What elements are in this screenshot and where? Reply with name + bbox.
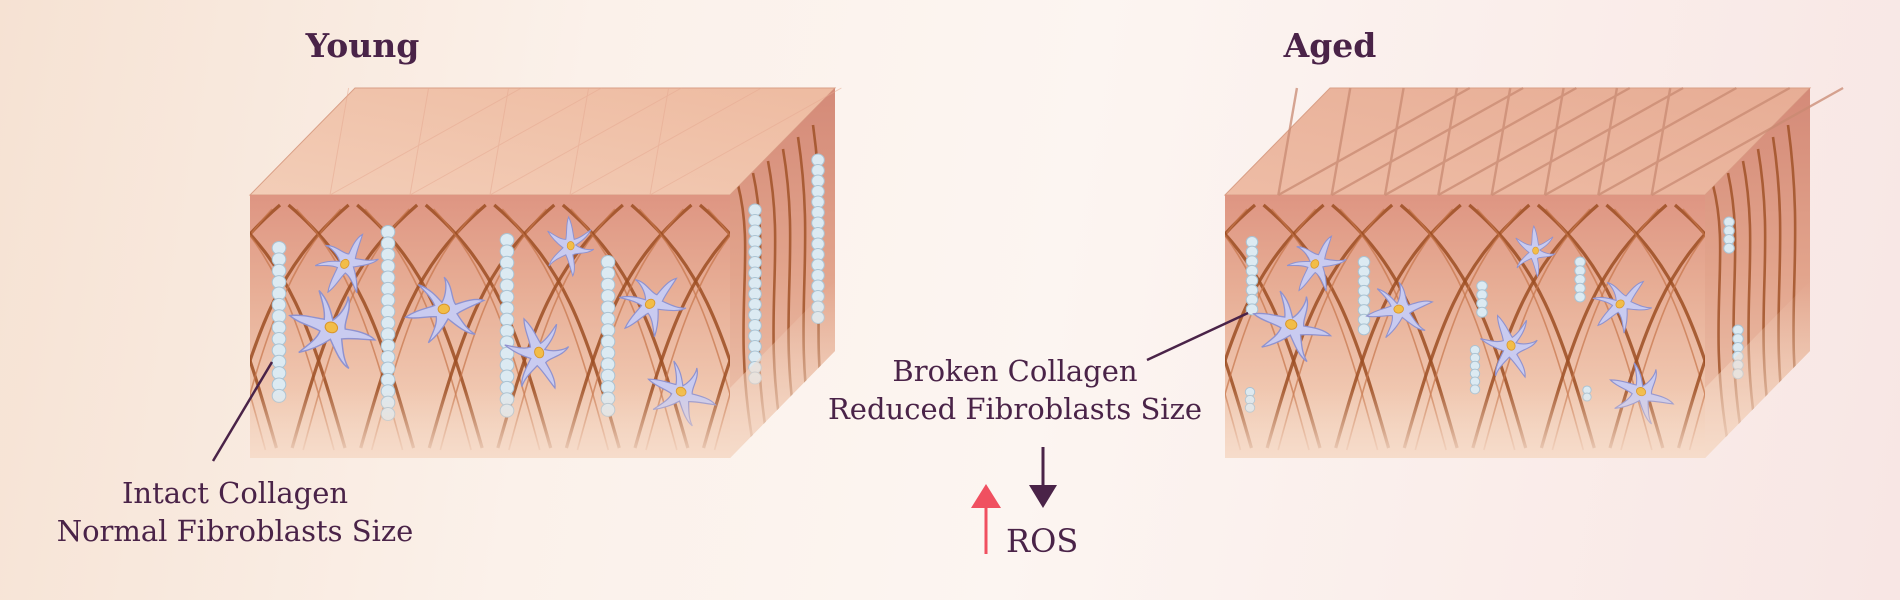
fibroblast-nucleus xyxy=(644,298,656,309)
collagen-fiber xyxy=(250,208,273,237)
fibroblast-nucleus xyxy=(1532,246,1539,255)
fibroblast-cell xyxy=(1480,314,1538,379)
skin-crease xyxy=(649,87,670,196)
skin-crease xyxy=(409,87,430,196)
skin-crease xyxy=(489,87,510,196)
aged-leader-line xyxy=(1146,311,1249,362)
subcutis-fade xyxy=(250,388,730,458)
skin-crease xyxy=(1437,87,1459,196)
aged-caption-line2: Reduced Fibroblasts Size xyxy=(827,392,1203,426)
subcutis-fade xyxy=(1705,281,1810,458)
fibroblast-cell xyxy=(547,215,595,278)
aged-caption: Broken Collagen Reduced Fibroblasts Size xyxy=(810,352,1220,428)
skin-crease xyxy=(1277,86,1471,197)
ros-label: ROS xyxy=(1006,522,1079,560)
collagen-bead xyxy=(1245,303,1259,316)
fibroblast-cell xyxy=(1592,280,1652,334)
collagen-fiber xyxy=(707,208,730,237)
skin-crease xyxy=(1437,86,1631,197)
skin-crease xyxy=(329,87,522,196)
collagen-bundle xyxy=(1245,236,1259,316)
collagen-bundle xyxy=(1357,256,1371,336)
collagen-fiber xyxy=(638,208,730,398)
collagen-fiber xyxy=(97,209,203,450)
fibroblast-cell xyxy=(1515,224,1556,278)
fibroblast-nucleus xyxy=(1506,340,1516,351)
skin-crease xyxy=(1331,86,1524,197)
skin-texture xyxy=(1277,86,1844,197)
young-caption-line2: Normal Fibroblasts Size xyxy=(56,514,414,548)
fibroblast-cell xyxy=(619,277,687,337)
collagen-bead xyxy=(1574,291,1586,303)
fibroblast-cell xyxy=(288,289,377,370)
skin-texture xyxy=(329,87,842,196)
fibroblast-nucleus xyxy=(1310,259,1320,269)
skin-crease xyxy=(1491,86,1684,197)
collagen-bead xyxy=(1723,242,1735,254)
fibroblast-cell xyxy=(404,276,486,344)
young-caption-line1: Intact Collagen xyxy=(121,476,349,510)
fibroblast-cell xyxy=(504,317,570,390)
collagen-bundle xyxy=(748,203,762,385)
fibroblast-nucleus xyxy=(437,303,450,315)
skin-crease xyxy=(329,87,350,196)
skin-crease xyxy=(1650,87,1672,196)
young-skin-block xyxy=(86,87,842,458)
aged-caption-line1: Broken Collagen xyxy=(892,354,1138,388)
collagen-fiber xyxy=(1225,208,1248,237)
collagen-bead xyxy=(1357,323,1371,336)
fibroblast-nucleus xyxy=(1393,304,1404,314)
skin-crease xyxy=(409,87,602,196)
skin-crease xyxy=(1651,86,1844,197)
aged-title: Aged xyxy=(1283,26,1377,65)
collagen-fiber xyxy=(86,205,211,448)
skin-crease xyxy=(1490,87,1512,196)
skin-crease xyxy=(1543,87,1565,196)
collagen-fiber xyxy=(250,391,267,451)
fibroblast-nucleus xyxy=(534,346,545,359)
subcutis-fade xyxy=(730,281,835,458)
skin-crease xyxy=(1277,87,1299,196)
collagen-fiber xyxy=(1682,208,1705,237)
collagen-bundle xyxy=(1723,216,1735,254)
aged-skin-block xyxy=(1223,86,1844,458)
collagen-bundle xyxy=(1574,256,1586,303)
reduction-arrow-icon xyxy=(1029,485,1057,508)
fibroblast-nucleus xyxy=(1615,299,1625,309)
skin-crease xyxy=(489,87,682,196)
fibroblast-nucleus xyxy=(1285,319,1298,330)
skin-crease xyxy=(1597,86,1791,197)
collagen-bead xyxy=(1476,306,1488,318)
skin-crease xyxy=(1597,87,1619,196)
skin-crease xyxy=(649,87,842,196)
fibroblast-nucleus xyxy=(324,321,339,334)
fibroblast-nucleus xyxy=(566,241,575,251)
young-caption: Intact Collagen Normal Fibroblasts Size xyxy=(30,474,440,550)
collagen-fiber xyxy=(1613,208,1705,398)
skin-crease xyxy=(1330,87,1352,196)
fibroblast-cell xyxy=(1365,281,1434,339)
skin-crease xyxy=(1544,86,1737,197)
young-title: Young xyxy=(305,26,420,65)
fibroblast-nucleus xyxy=(340,258,350,269)
skin-crease xyxy=(1383,87,1405,196)
annotations xyxy=(211,311,1249,554)
skin-crease xyxy=(569,87,590,196)
subcutis-fade xyxy=(1225,388,1705,458)
collagen-bundle xyxy=(1469,345,1481,395)
fibroblast-cell xyxy=(314,233,379,294)
fibroblast-cell xyxy=(1286,235,1347,292)
skin-crease xyxy=(569,87,762,196)
young-leader-line xyxy=(211,361,274,462)
ros-increase-arrow-icon xyxy=(971,484,1001,508)
skin-crease xyxy=(1384,86,1577,197)
collagen-bundle xyxy=(1476,280,1488,318)
fibroblast-cell xyxy=(1252,290,1333,363)
